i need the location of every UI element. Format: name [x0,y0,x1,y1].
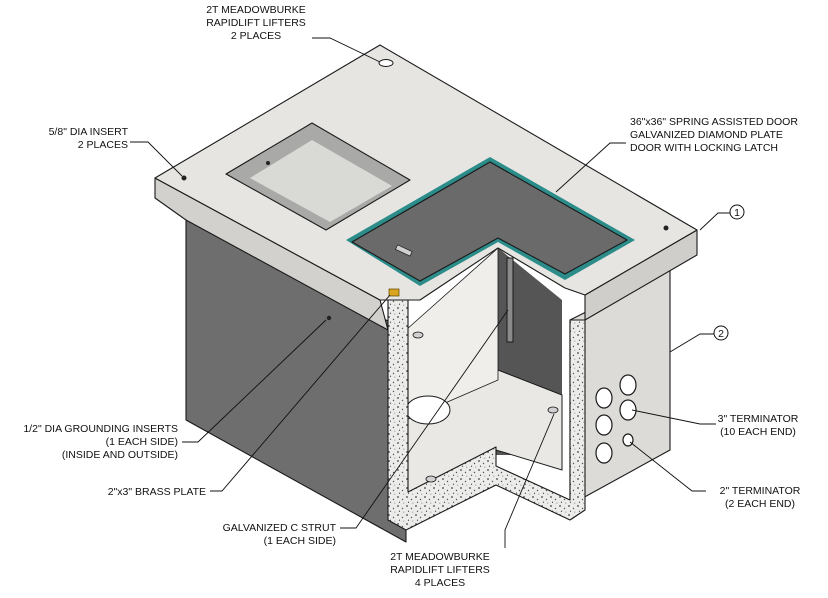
leader-lifters-top [312,37,381,63]
floor-insert [425,475,437,483]
marker-2-circle [713,325,729,341]
leader-grounding [182,319,327,443]
leader-lifters-bottom [504,413,555,548]
floor-opening [405,395,451,425]
lid-opening-floor [250,140,392,222]
callout-term3: 3" TERMINATOR (10 EACH END) [718,413,799,438]
marker-2: 2 [718,328,724,340]
leader-brass [210,294,391,492]
marker-1: 1 [734,207,740,219]
leader-door [555,142,626,193]
callout-line: RAPIDLIFT LIFTERS [206,17,306,29]
terminator-2in [622,433,634,447]
callout-line: GALVANIZED C STRUT [223,522,337,534]
callout-line: 2" TERMINATOR [720,485,801,497]
callout-line: (1 EACH SIDE) [106,436,178,448]
callout-line: 5/8" DIA INSERT [49,126,129,138]
callout-dia-insert: 5/8" DIA INSERT 2 PLACES [49,126,129,151]
leader-strut [340,309,509,529]
callout-line: (10 EACH END) [720,426,796,438]
callout-lifters-bottom: 2T MEADOWBURKE RAPIDLIFT LIFTERS 4 PLACE… [390,551,490,589]
callout-lifters-top: 2T MEADOWBURKE RAPIDLIFT LIFTERS 2 PLACE… [206,4,306,42]
callout-line: 2"x3" BRASS PLATE [108,486,206,498]
wall-insert-left [412,331,424,339]
dia-insert [181,175,187,181]
brass-plate [388,288,400,297]
wall-insert-right [547,406,559,414]
dia-insert [663,225,669,231]
grounding-insert-outside [326,315,332,321]
callout-line: 36"x36" SPRING ASSISTED DOOR [630,116,798,128]
terminator-3in-group [595,374,637,464]
terminator-3in [595,387,613,409]
lid-insert-small [266,161,270,165]
terminator-3in [595,442,613,464]
callout-c-strut: GALVANIZED C STRUT (1 EACH SIDE) [223,522,337,547]
marker-1-circle [729,204,745,220]
callout-line: 2T MEADOWBURKE [206,4,306,16]
callout-line: (INSIDE AND OUTSIDE) [62,449,178,461]
terminator-3in [595,414,613,436]
callout-term2: 2" TERMINATOR (2 EACH END) [720,485,801,510]
callout-line: 2T MEADOWBURKE [390,551,490,563]
leader-marker-1 [699,212,730,231]
door-latch [395,244,413,257]
callout-brass-plate: 2"x3" BRASS PLATE [108,486,206,498]
leader-term2 [629,441,706,492]
callout-line: (1 EACH SIDE) [264,535,336,547]
callout-line: DOOR WITH LOCKING LATCH [630,142,778,154]
c-strut [506,257,514,343]
terminator-3in [619,399,637,421]
lifter-top [378,59,394,67]
leader-dia-insert [130,141,183,177]
leader-marker-2 [669,333,714,353]
callout-line: RAPIDLIFT LIFTERS [390,564,490,576]
callout-line: 4 PLACES [415,577,465,589]
callout-line: 2 PLACES [231,30,281,42]
door-plate [351,161,628,282]
callout-line: 1/2" DIA GROUNDING INSERTS [23,423,178,435]
callout-door: 36"x36" SPRING ASSISTED DOOR GALVANIZED … [630,116,798,154]
section-cut-wall [387,299,586,531]
callout-line: 2 PLACES [78,139,128,151]
terminator-3in [619,374,637,396]
leader-term3 [631,409,716,425]
callout-line: GALVANIZED DIAMOND PLATE [630,129,783,141]
callout-grounding: 1/2" DIA GROUNDING INSERTS (1 EACH SIDE)… [23,423,178,461]
callout-line: 3" TERMINATOR [718,413,799,425]
callout-line: (2 EACH END) [725,498,795,510]
